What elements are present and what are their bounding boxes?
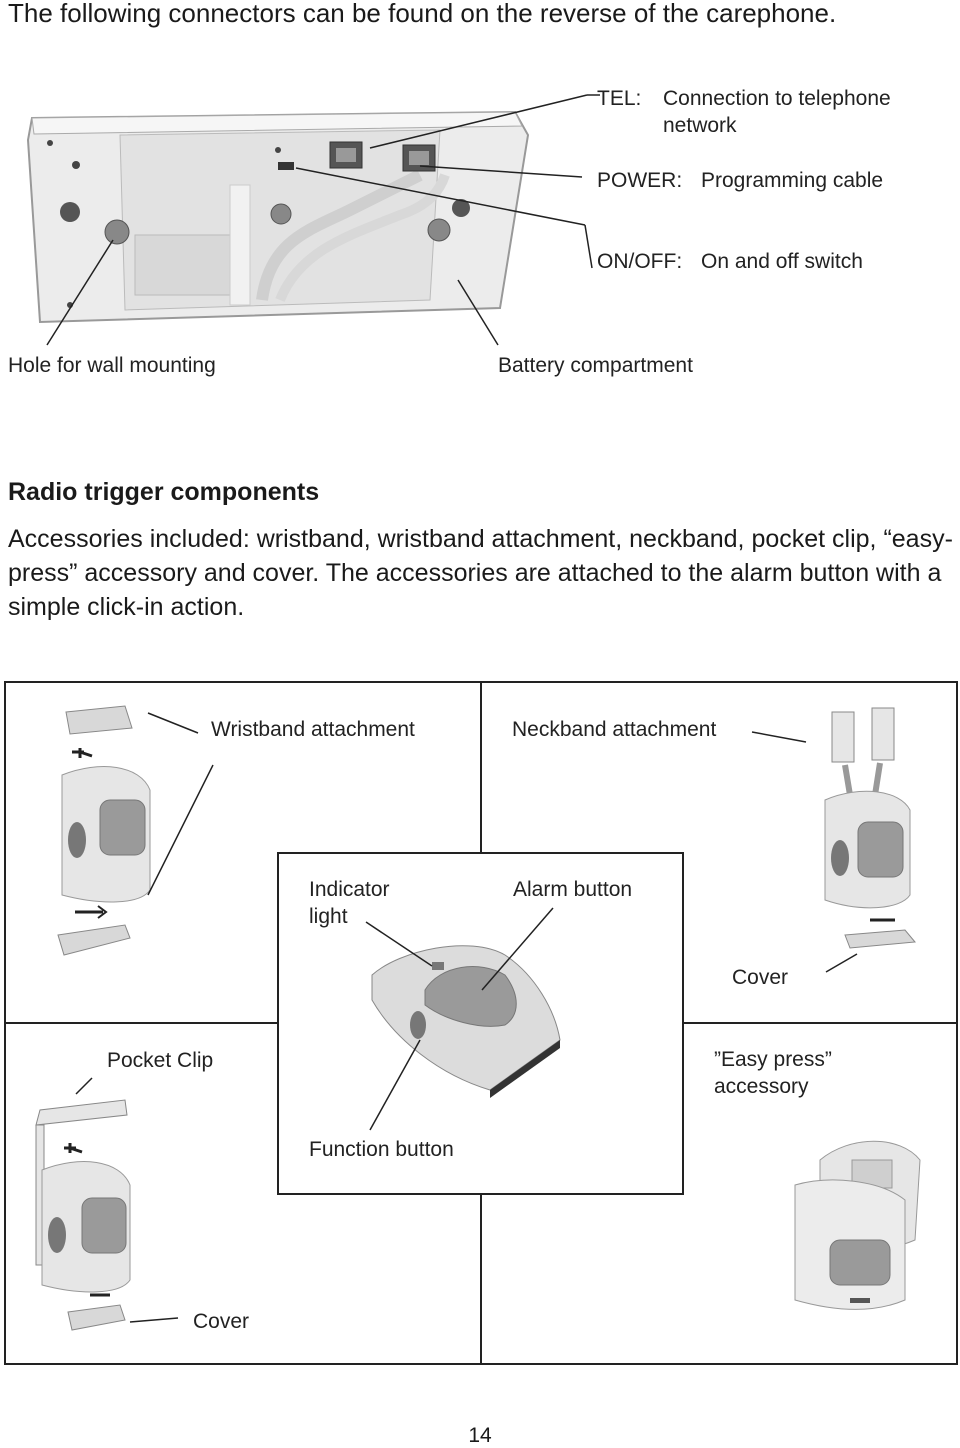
label-indicator-light: Indicator (309, 878, 390, 901)
label-wristband-attachment: Wristband attachment (211, 718, 415, 741)
label-indicator-light-2: light (309, 905, 348, 928)
connector-power-desc: Programming cable (701, 169, 884, 192)
label-easy-press: ”Easy press” (714, 1048, 832, 1071)
connector-tel-key: TEL: (597, 87, 642, 110)
section-heading: Radio trigger components (8, 478, 320, 506)
battery-label: Battery compartment (498, 354, 693, 377)
label-pocket-clip: Pocket Clip (107, 1049, 214, 1072)
label-neckband-attachment: Neckband attachment (512, 718, 717, 741)
hole-label: Hole for wall mounting (8, 354, 216, 377)
connector-tel-desc-2: network (663, 114, 737, 137)
section-paragraph: Accessories included: wristband, wristba… (8, 525, 953, 621)
label-function-button: Function button (309, 1138, 454, 1161)
page-number: 14 (468, 1424, 492, 1447)
label-cover-bottom: Cover (193, 1310, 250, 1333)
connector-tel-desc: Connection to telephone (663, 87, 891, 110)
connector-power-key: POWER: (597, 169, 683, 192)
label-alarm-button: Alarm button (513, 878, 633, 901)
label-easy-press-2: accessory (714, 1075, 809, 1098)
label-cover-right: Cover (732, 966, 789, 989)
intro-text: The following connectors can be found on… (8, 0, 837, 28)
connector-onoff-key: ON/OFF: (597, 250, 683, 273)
connector-onoff-desc: On and off switch (701, 250, 863, 273)
